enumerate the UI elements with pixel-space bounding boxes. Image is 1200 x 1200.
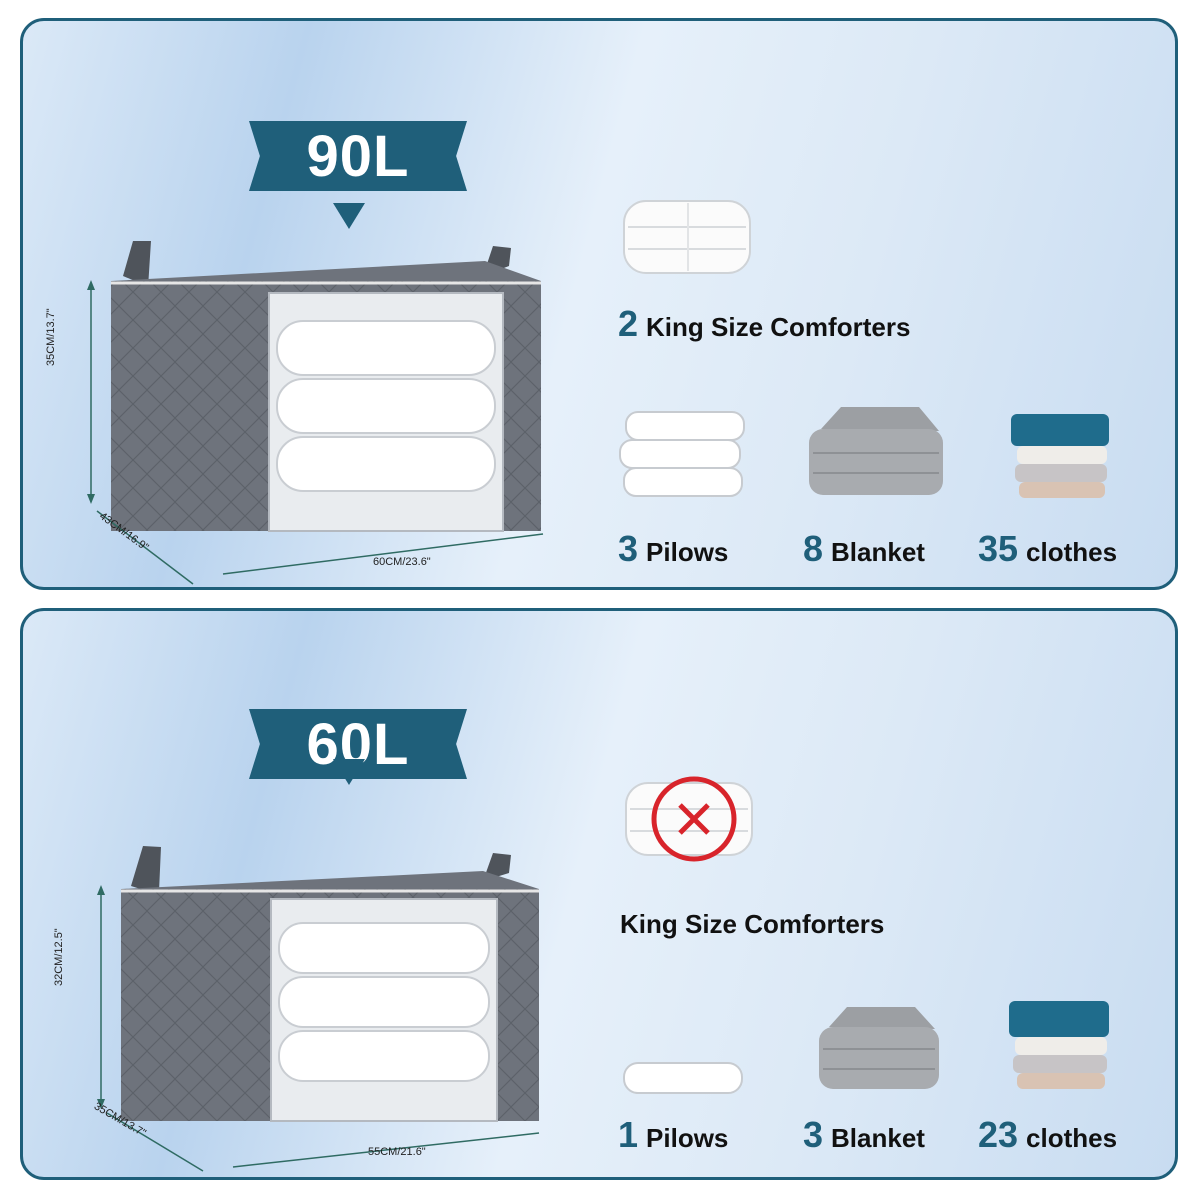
pillow-stack-icon bbox=[619, 411, 745, 497]
down-arrow-icon bbox=[333, 203, 365, 229]
blanket-icon bbox=[809, 407, 943, 495]
comforter-label: King Size Comforters bbox=[646, 312, 911, 342]
blanket-count: 3 bbox=[803, 1114, 824, 1155]
comforter-count: 2 bbox=[618, 303, 639, 344]
clothes-stack-icon bbox=[1009, 1001, 1109, 1089]
storage-bag-image bbox=[97, 846, 540, 1172]
blanket-label: Blanket bbox=[831, 1123, 925, 1153]
clothes-count: 23 bbox=[978, 1114, 1019, 1155]
pillow-count: 1 bbox=[618, 1114, 639, 1155]
pillow-icon bbox=[623, 1062, 743, 1094]
blanket-label: Blanket bbox=[831, 537, 925, 567]
width-dimension: 60CM/23.6" bbox=[373, 556, 431, 568]
down-arrow-icon bbox=[333, 759, 365, 785]
clothes-label: clothes bbox=[1026, 537, 1118, 567]
pillow-count: 3 bbox=[618, 528, 639, 569]
comforter-not-allowed-icon bbox=[625, 776, 753, 862]
pillow-label: Pilows bbox=[646, 537, 729, 567]
capacity-badge: 90L bbox=[249, 121, 467, 191]
blanket-icon bbox=[819, 1007, 939, 1089]
width-dimension: 55CM/21.6" bbox=[368, 1146, 426, 1158]
clothes-count: 35 bbox=[978, 528, 1019, 569]
comforter-caption: King Size Comforters bbox=[620, 909, 884, 940]
storage-bag-image bbox=[87, 241, 544, 585]
capacity-panel-60l: 60L 32CM/12.5" 35CM/13.7" 55CM/21.6" bbox=[20, 608, 1178, 1180]
capacity-panel-90l: 90L 35CM/13.7" 43CM/16.9" 60CM bbox=[20, 18, 1178, 590]
clothes-label: clothes bbox=[1026, 1123, 1118, 1153]
height-dimension: 32CM/12.5" bbox=[53, 928, 65, 986]
clothes-stack-icon bbox=[1011, 414, 1109, 498]
blanket-count: 8 bbox=[803, 528, 824, 569]
pillow-label: Pilows bbox=[646, 1123, 729, 1153]
comforter-label: King Size Comforters bbox=[620, 909, 885, 939]
height-dimension: 35CM/13.7" bbox=[45, 308, 57, 366]
comforter-icon bbox=[623, 200, 751, 274]
